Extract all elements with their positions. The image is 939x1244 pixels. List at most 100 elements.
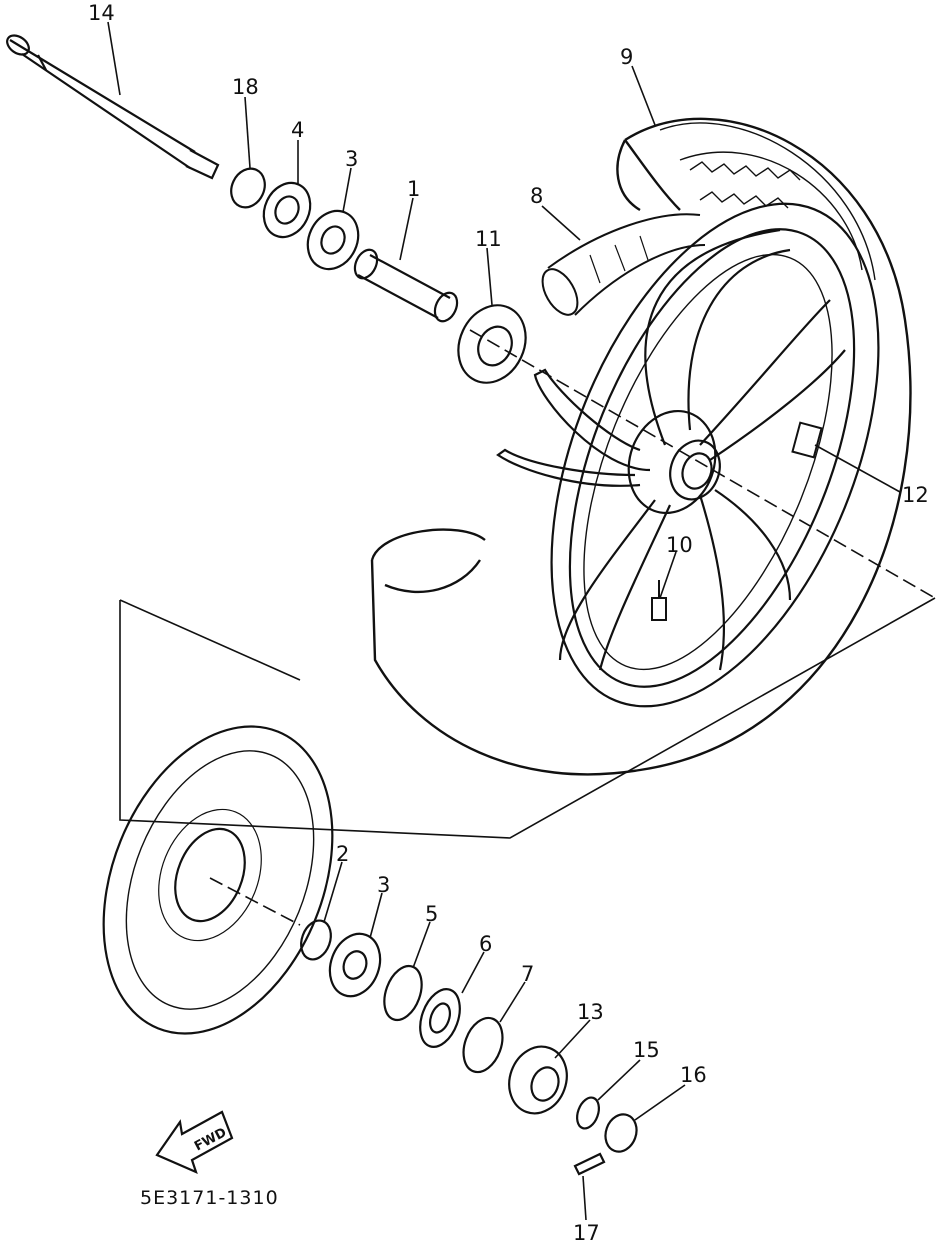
tread-pattern-2 (699, 191, 789, 209)
washer-15 (576, 1096, 600, 1130)
spoke-left (496, 448, 641, 487)
leader-17 (582, 1175, 587, 1221)
leader-9 (631, 65, 656, 126)
disc-ring (125, 750, 315, 1010)
bearing-3-top-bore (320, 225, 346, 255)
label-part-3-top: 3 (345, 147, 358, 171)
plate-5 (383, 964, 423, 1022)
spoke-left-upper (533, 368, 651, 472)
assembly-bracket-outline (119, 597, 936, 839)
lower-hub-parts (300, 919, 638, 1176)
collar-2 (300, 919, 332, 961)
assembly-reference-lines (119, 329, 936, 926)
part-number-labels: 14 18 4 3 1 11 9 8 12 10 2 3 5 6 7 13 15… (88, 1, 929, 1244)
brake-disc (102, 725, 334, 1035)
rim-well (583, 253, 833, 671)
leader-10 (659, 551, 677, 599)
axle-shaft (9, 39, 196, 169)
tube-shading (589, 235, 649, 284)
assembly-bracket-top (119, 599, 301, 681)
leader-13 (554, 1019, 591, 1059)
balance-weight (791, 421, 823, 459)
spoke-lower-left-b (598, 504, 671, 671)
bearing-3-top (306, 209, 360, 271)
leader-16 (634, 1084, 686, 1121)
label-part-3-lower: 3 (377, 873, 390, 897)
spacer-1-end (353, 248, 379, 280)
label-part-6: 6 (479, 932, 492, 956)
forward-direction-indicator: FWD (155, 1110, 234, 1174)
clutch-11-bore (477, 325, 513, 367)
leader-12 (814, 444, 901, 493)
cast-wheel (496, 202, 880, 708)
tread-pattern-1 (689, 161, 801, 181)
tire (370, 117, 912, 776)
label-part-8: 8 (530, 184, 543, 208)
bearing-3-lower-bore (342, 950, 368, 980)
leader-7 (499, 981, 526, 1023)
spoke-lower-right (714, 489, 792, 601)
spoke-upper-b (687, 248, 791, 431)
oil-seal-6 (419, 988, 461, 1048)
tread-line-2 (679, 151, 863, 271)
leader-18 (244, 96, 251, 169)
tread-line-1 (659, 122, 876, 281)
axle-thread (185, 149, 220, 180)
upper-hub-parts (230, 167, 527, 384)
fwd-arrow-icon (155, 1110, 234, 1174)
label-part-4: 4 (291, 118, 304, 142)
inner-tube (541, 213, 706, 316)
leader-5 (412, 921, 431, 969)
leader-11 (486, 247, 493, 306)
tube-outer-edge (547, 213, 701, 269)
spoke-right-b (709, 349, 846, 461)
tire-cut-top-inner (616, 139, 641, 212)
leader-6 (461, 951, 485, 994)
spacer-1 (357, 254, 451, 319)
label-part-2: 2 (336, 842, 349, 866)
tire-outer-profile (370, 117, 912, 776)
label-part-12: 12 (902, 483, 929, 507)
tube-cut-end (541, 268, 579, 316)
label-part-1: 1 (407, 177, 420, 201)
axle (6, 34, 220, 180)
cotter-pin-17 (573, 1152, 606, 1176)
spoke-right (699, 299, 831, 446)
leader-2 (323, 861, 343, 923)
nut-16 (604, 1113, 638, 1153)
tire-cut-inner (384, 559, 481, 593)
oil-seal-4-bore (274, 195, 300, 225)
spoke-lower (698, 494, 726, 671)
leader-3-top (342, 167, 352, 213)
leader-lines (107, 21, 901, 1221)
oil-seal-6-bore (429, 1002, 451, 1034)
label-part-13: 13 (577, 1000, 604, 1024)
hub-body (627, 409, 717, 515)
label-part-16: 16 (680, 1063, 707, 1087)
rim-inner (568, 228, 856, 688)
gear-unit-13 (508, 1045, 568, 1115)
label-part-18: 18 (232, 75, 259, 99)
oil-seal-4 (262, 181, 312, 239)
disc-center (174, 827, 246, 923)
clutch-11 (457, 304, 527, 384)
leader-1 (399, 197, 414, 261)
disc-outer (102, 725, 334, 1035)
gear-unit-13-bore (530, 1066, 560, 1102)
spacer-1-end-b (433, 291, 459, 323)
spacer-18 (230, 167, 266, 209)
tire-cut-top (624, 139, 681, 211)
hub-bore (669, 439, 721, 501)
hub-bore-inner (681, 452, 713, 490)
valve-stem (651, 597, 667, 621)
axle-shoulder (37, 54, 47, 71)
leader-14 (107, 21, 121, 96)
leader-8 (541, 205, 581, 241)
label-part-5: 5 (425, 902, 438, 926)
drawing-reference-code: 5E3171-1310 (140, 1187, 279, 1209)
label-part-7: 7 (521, 962, 534, 986)
spoke-lower-left (558, 499, 656, 661)
label-part-11: 11 (475, 227, 502, 251)
